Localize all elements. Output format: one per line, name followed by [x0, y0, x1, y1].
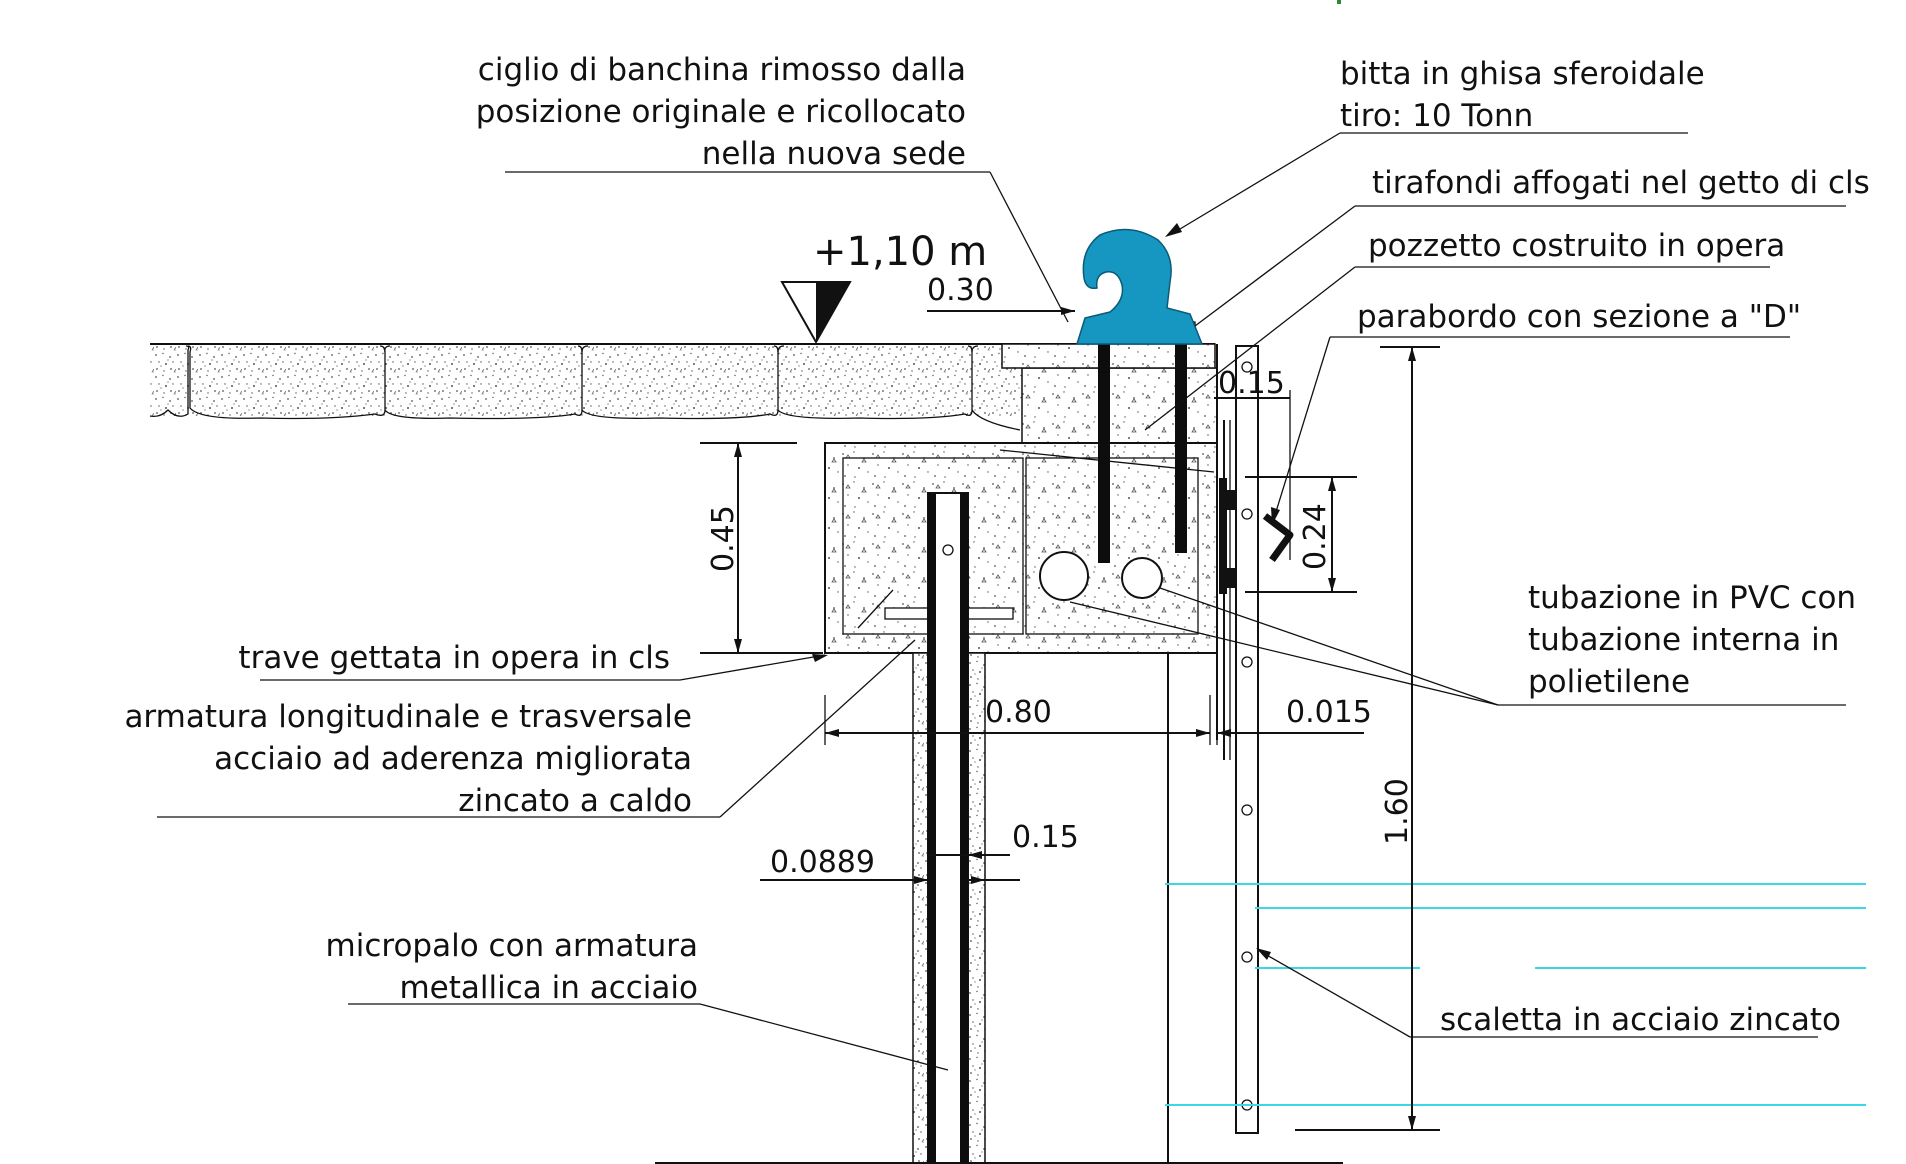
bollard-icon [1075, 228, 1204, 345]
label-armatura-3: zincato a caldo [458, 783, 692, 819]
label-armatura-1: armatura longitudinale e trasversale [124, 699, 692, 735]
label-tubazione-3: polietilene [1528, 664, 1690, 700]
concrete-beam [824, 442, 1218, 654]
top-cut-mark [1337, 0, 1341, 4]
fender-plate [1219, 478, 1227, 594]
pavement [149, 343, 1215, 431]
dim-160: 1.60 [1380, 778, 1415, 845]
label-ciglio-1: ciglio di banchina rimosso dalla [478, 52, 966, 88]
level-marker: +1,10 m [780, 229, 987, 345]
label-trave: trave gettata in opera in cls [238, 640, 670, 676]
label-tubazione-2: tubazione interna in [1528, 622, 1839, 658]
dim-0889: 0.0889 [770, 845, 875, 880]
water-lines [1165, 883, 1866, 1106]
label-pozzetto: pozzetto costruito in opera [1368, 228, 1785, 264]
d-fender-icon [1262, 513, 1294, 563]
label-bitta-1: bitta in ghisa sferoidale [1340, 56, 1705, 92]
label-ciglio-2: posizione originale e ricollocato [476, 94, 966, 130]
label-parabordo: parabordo con sezione a "D" [1357, 299, 1801, 335]
pvc-pipe-right [1121, 557, 1163, 599]
dim-080: 0.80 [985, 695, 1052, 730]
label-scaletta: scaletta in acciaio zincato [1440, 1002, 1841, 1038]
dim-024: 0.24 [1298, 503, 1333, 570]
label-tubazione-1: tubazione in PVC con [1528, 580, 1856, 616]
dim-015-top: 0.15 [1218, 366, 1285, 401]
label-micropalo-2: metallica in acciaio [399, 970, 698, 1006]
dim-015-pile: 0.15 [1012, 820, 1079, 855]
level-label: +1,10 m [813, 229, 987, 275]
leader-lines [157, 132, 1846, 1071]
label-tirafondi: tirafondi affogati nel getto di cls [1372, 165, 1870, 201]
label-armatura-2: acciaio ad aderenza migliorata [214, 741, 692, 777]
annotations: ciglio di banchina rimosso dalla posizio… [124, 52, 1869, 1038]
pvc-pipe-left [1039, 551, 1089, 601]
label-micropalo-1: micropalo con armatura [326, 928, 698, 964]
ladder [1235, 345, 1259, 1134]
dim-0015: 0.015 [1286, 695, 1372, 730]
label-bitta-2: tiro: 10 Tonn [1340, 98, 1533, 134]
label-ciglio-3: nella nuova sede [702, 136, 966, 172]
dim-045: 0.45 [706, 505, 741, 572]
dimensions: 0.30 0.15 0.45 0.24 0.80 0.015 [700, 273, 1440, 1131]
micropile [655, 492, 1343, 1164]
dim-030: 0.30 [927, 273, 994, 308]
